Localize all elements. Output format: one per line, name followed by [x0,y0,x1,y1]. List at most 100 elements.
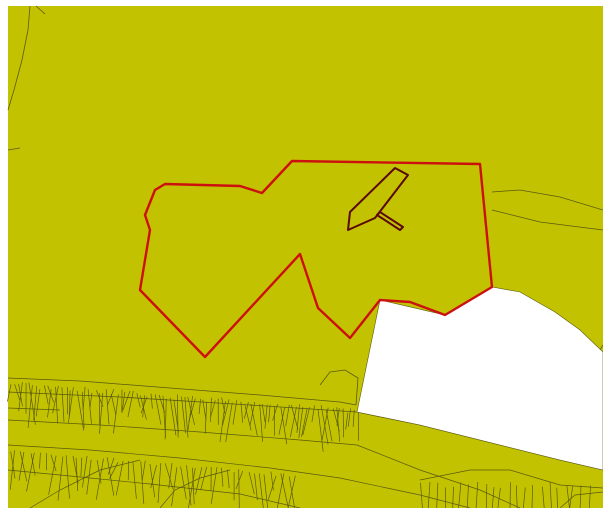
lot-line [198,398,201,414]
lot-line [154,394,162,425]
lot-line [50,454,57,472]
lot-line [57,456,64,501]
lot-line [268,404,271,423]
lot-line [61,387,65,422]
lot-line [14,384,21,401]
lot-line [95,458,104,500]
lot-line [164,463,174,489]
lot-line [515,485,518,508]
lot-line [204,401,208,434]
lot-line [232,400,238,425]
lot-line [509,482,511,508]
lot-line [336,407,341,442]
lot-line [18,452,25,481]
lot-line [7,384,12,402]
lot-line [420,482,423,508]
lot-line [76,390,85,431]
lot-line [180,466,187,500]
lot-line [317,408,324,452]
lot-line [140,461,145,504]
lot-line [157,463,162,504]
lot-line [311,405,315,422]
lot-line [68,390,71,419]
lot-line [261,404,266,423]
lot-line [325,410,333,442]
lot-line [140,396,148,414]
lot-line [113,394,119,434]
lot-line [248,472,255,495]
lot-line [280,407,288,445]
lot-line [27,385,33,428]
lot-line [321,407,329,441]
lot-line [276,473,285,508]
lot-line [427,481,431,508]
lot-line [549,482,552,508]
lot-line [352,409,355,427]
lot-line [542,486,545,508]
lot-line [485,484,488,508]
lot-line [301,408,308,437]
lot-line [136,393,141,408]
lot-line [96,460,102,484]
lot-line [336,408,340,426]
lot-line [26,452,35,492]
lot-line [121,391,126,413]
lot-line [39,452,41,469]
lot-line [235,470,244,490]
lot-line [122,390,131,411]
lot-line [30,453,36,476]
lot-line [452,486,454,508]
lot-line [19,451,28,482]
selected-parcel-outline[interactable] [138,159,494,359]
lot-line [210,400,216,417]
lot-line [18,382,23,412]
lot-line [320,405,329,445]
lot-line [238,469,240,508]
lot-line [225,402,233,443]
lot-line [522,487,526,508]
lot-line [267,475,277,500]
lot-line [254,473,258,501]
lot-line [107,457,115,475]
lot-line [168,462,173,489]
lot-line [195,467,203,495]
lot-line [65,455,70,499]
lot-line [47,389,52,418]
lot-line [345,412,349,430]
lot-line [184,397,189,438]
lot-line [82,386,86,411]
lot-line [106,389,115,406]
lot-line [9,450,15,490]
lot-line [171,467,178,507]
lot-line [164,398,167,440]
lot-line [115,460,124,496]
lot-line [250,403,258,436]
lot-line [298,406,304,439]
lot-line [556,487,558,508]
lot-line [141,460,146,481]
lot-line [127,390,134,418]
lot-line [48,455,57,495]
lot-line [150,393,153,409]
building-footprint[interactable] [347,167,409,231]
lot-line [177,394,179,438]
lot-line [44,385,49,405]
lot-line [35,388,41,417]
lot-line [132,461,137,499]
lot-line [342,408,344,438]
lot-line [278,407,286,435]
lot-line [259,404,263,442]
lot-line [466,484,469,508]
lot-line [150,465,157,489]
lot-line [287,475,296,508]
lot-line [566,486,570,508]
lot-line [491,487,495,508]
dense-lot-subdivision [7,382,603,508]
lot-line [270,471,274,491]
lot-line [109,462,119,479]
lot-line [289,406,297,438]
lot-line [99,392,104,434]
lot-line [240,401,244,423]
